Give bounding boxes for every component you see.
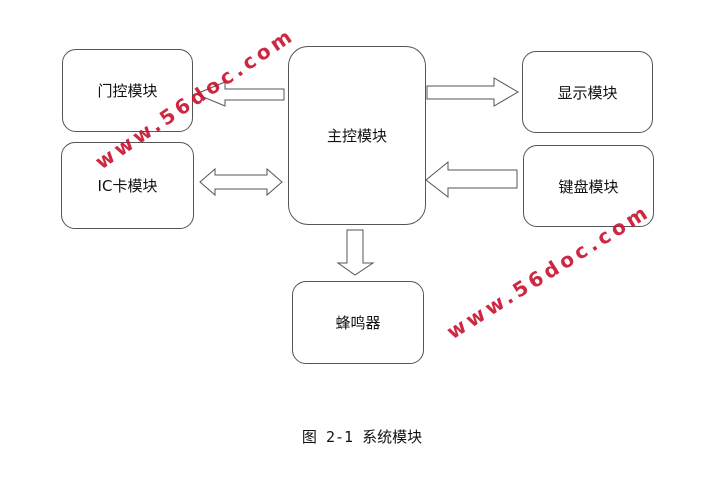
arrow-keyboard-to-main xyxy=(425,160,518,199)
arrow-main-ic-bidirectional xyxy=(199,167,283,197)
arrow-main-to-door xyxy=(194,81,285,107)
keyboard-module: 键盘模块 xyxy=(523,145,654,227)
door-control-module-label: 门控模块 xyxy=(97,82,158,100)
buzzer-module: 蜂鸣器 xyxy=(292,281,424,364)
figure-caption: 图 2-1 系统模块 xyxy=(301,428,423,446)
main-control-module-label: 主控模块 xyxy=(326,127,387,145)
ic-card-module-label: IC卡模块 xyxy=(97,177,158,195)
door-control-module: 门控模块 xyxy=(62,49,193,132)
arrow-main-to-buzzer xyxy=(336,229,375,276)
ic-card-module: IC卡模块 xyxy=(61,142,194,229)
arrow-main-to-display xyxy=(426,77,519,107)
keyboard-module-label: 键盘模块 xyxy=(558,177,619,196)
buzzer-module-label: 蜂鸣器 xyxy=(335,314,381,332)
main-control-module: 主控模块 xyxy=(288,46,426,225)
display-module-label: 显示模块 xyxy=(557,83,618,102)
display-module: 显示模块 xyxy=(522,51,653,133)
